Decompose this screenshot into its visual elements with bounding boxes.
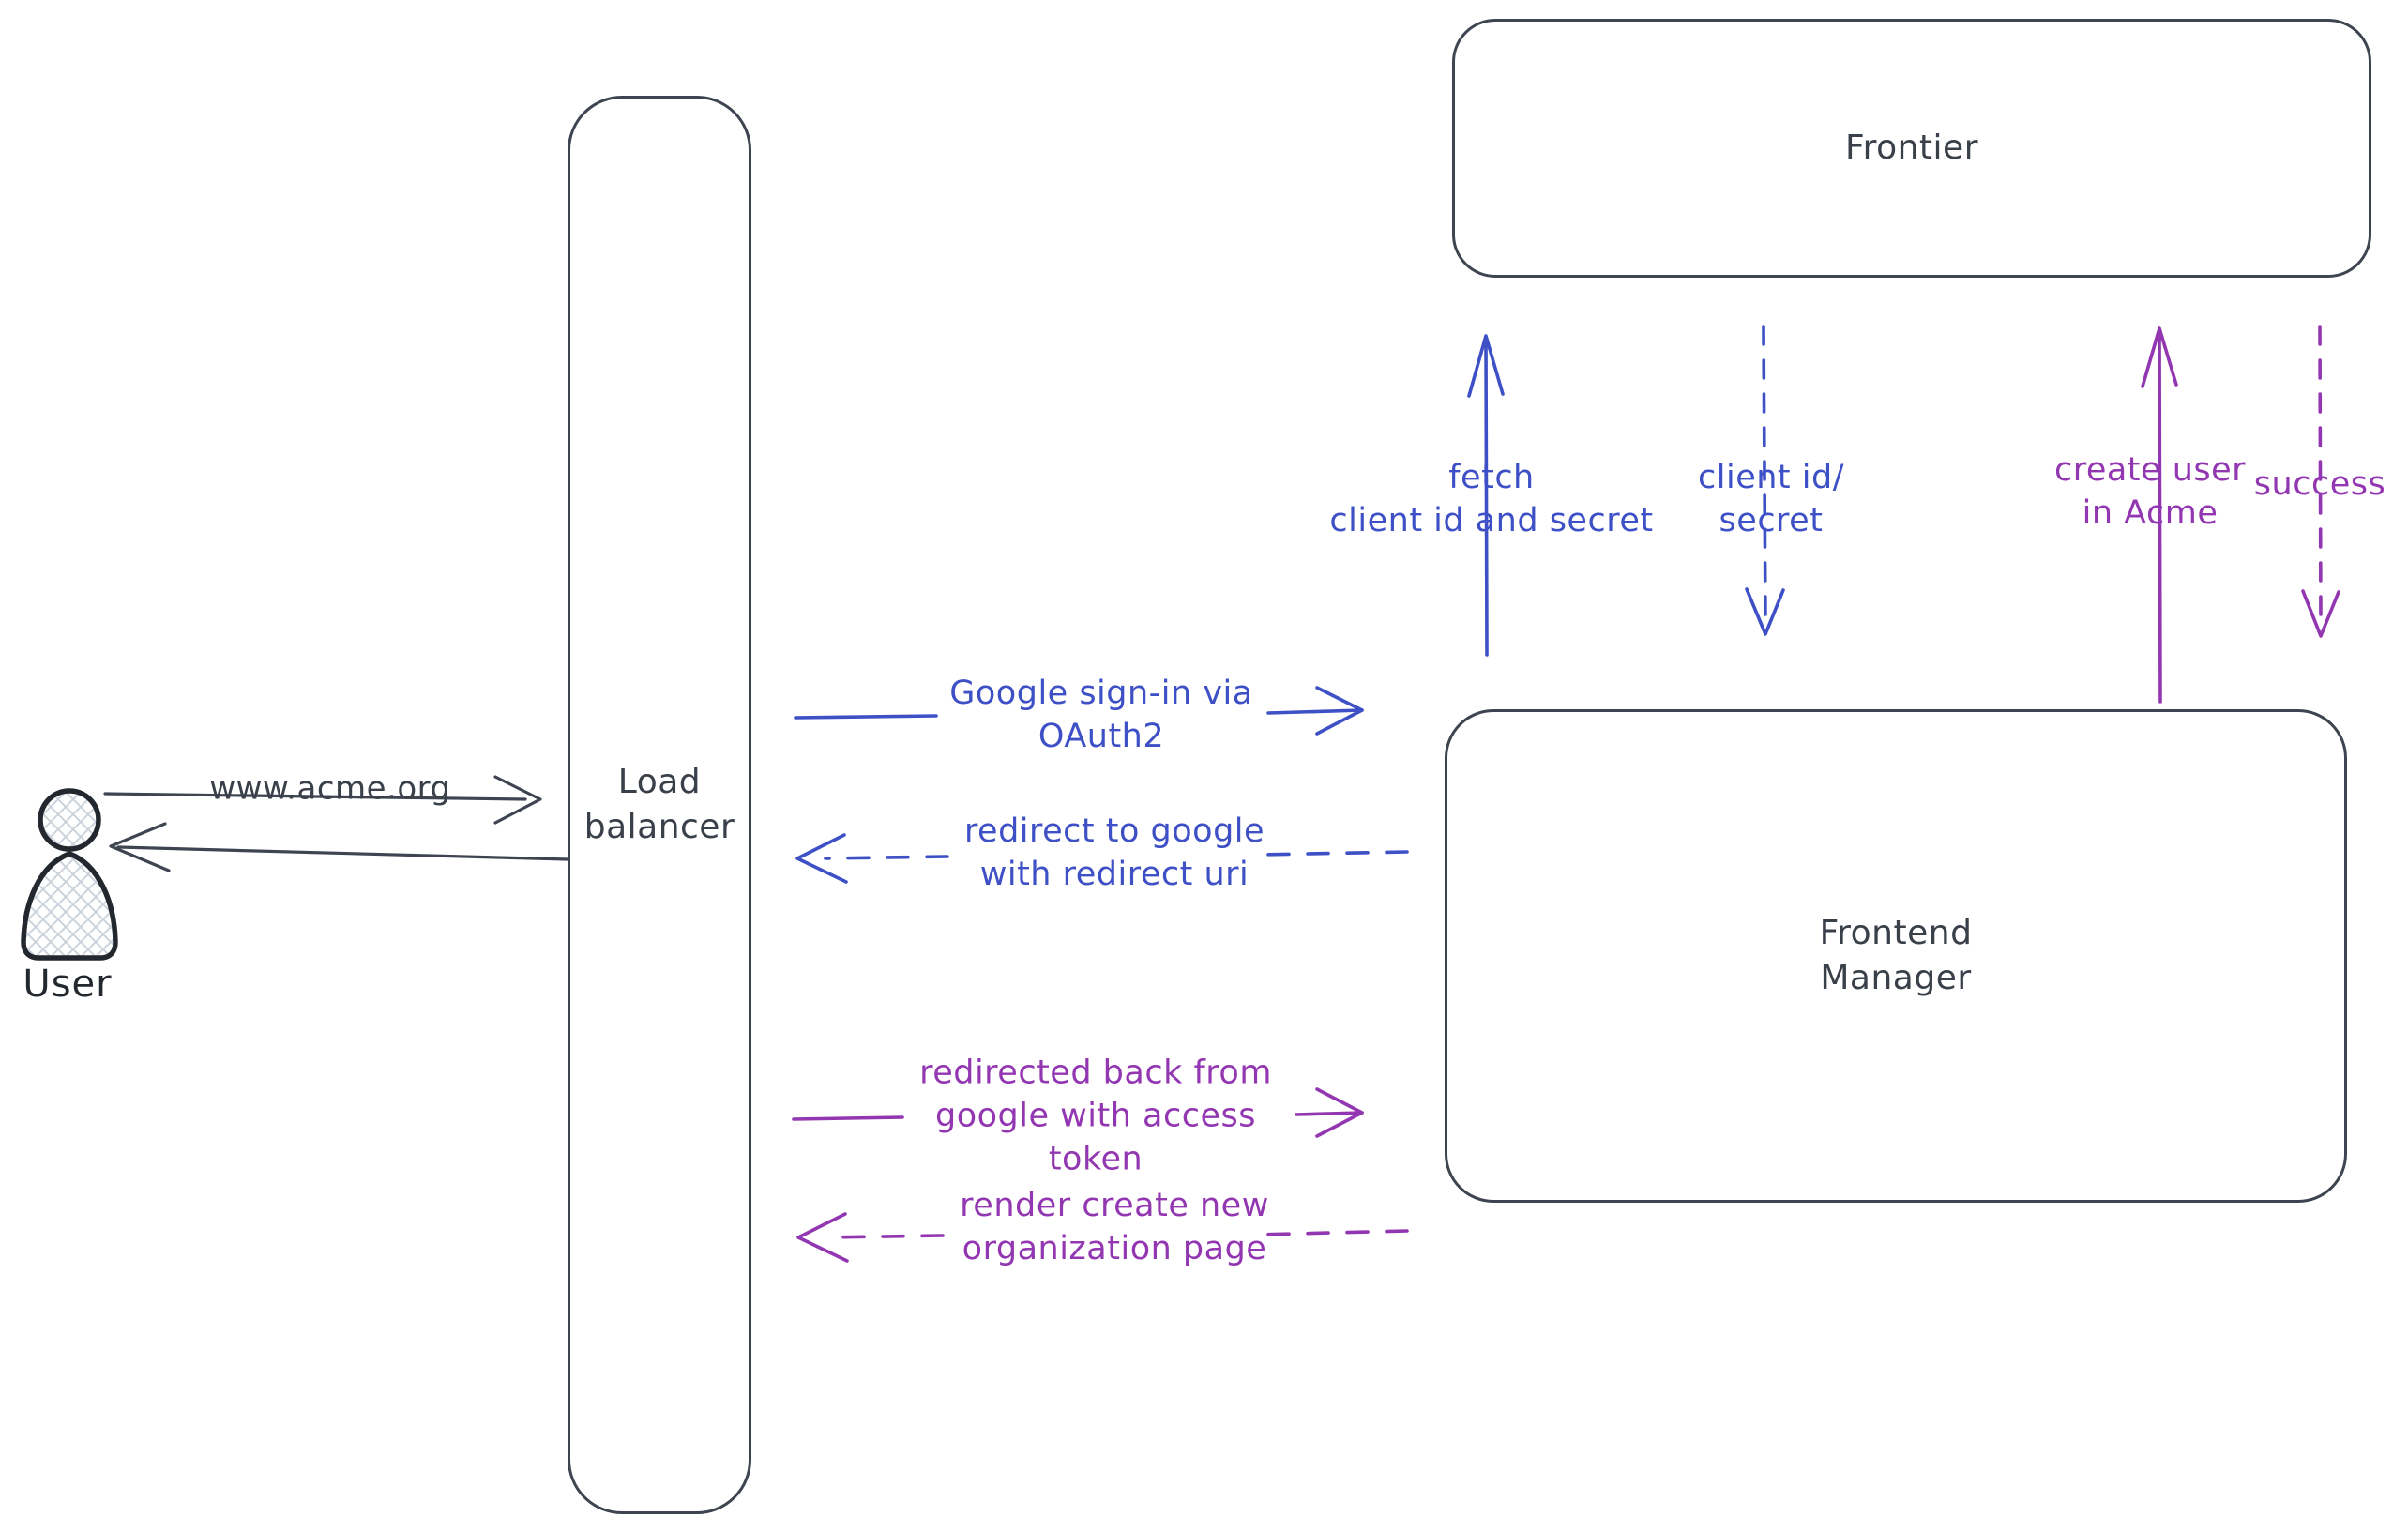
success-label: success (2253, 464, 2386, 503)
node-frontend-manager: Frontend Manager (1445, 709, 2347, 1203)
load-balancer-label: Load balancer (583, 763, 735, 846)
frontend-manager-label: Frontend Manager (1819, 914, 1973, 997)
user-node-label: User (23, 963, 113, 1006)
google-signin-label: Google sign-in via OAuth2 (949, 674, 1253, 755)
person-icon (21, 788, 118, 961)
redirect-google-label: redirect to google with redirect uri (963, 812, 1265, 893)
render-page-label: render create new organization page (960, 1186, 1269, 1267)
node-frontier: Frontier (1452, 19, 2371, 278)
client-id-secret-label: client id/ secret (1698, 458, 1844, 539)
node-load-balancer: Load balancer (568, 96, 751, 1514)
www-acme-label: www.acme.org (209, 769, 451, 808)
frontier-label: Frontier (1844, 129, 1978, 168)
create-user-label: create user in Acme (2053, 450, 2247, 532)
lb-to-user-arrow (109, 822, 569, 872)
fetch-secret-label: fetch client id and secret (1329, 458, 1654, 539)
redirected-back-label: redirected back from google with access … (919, 1054, 1272, 1179)
